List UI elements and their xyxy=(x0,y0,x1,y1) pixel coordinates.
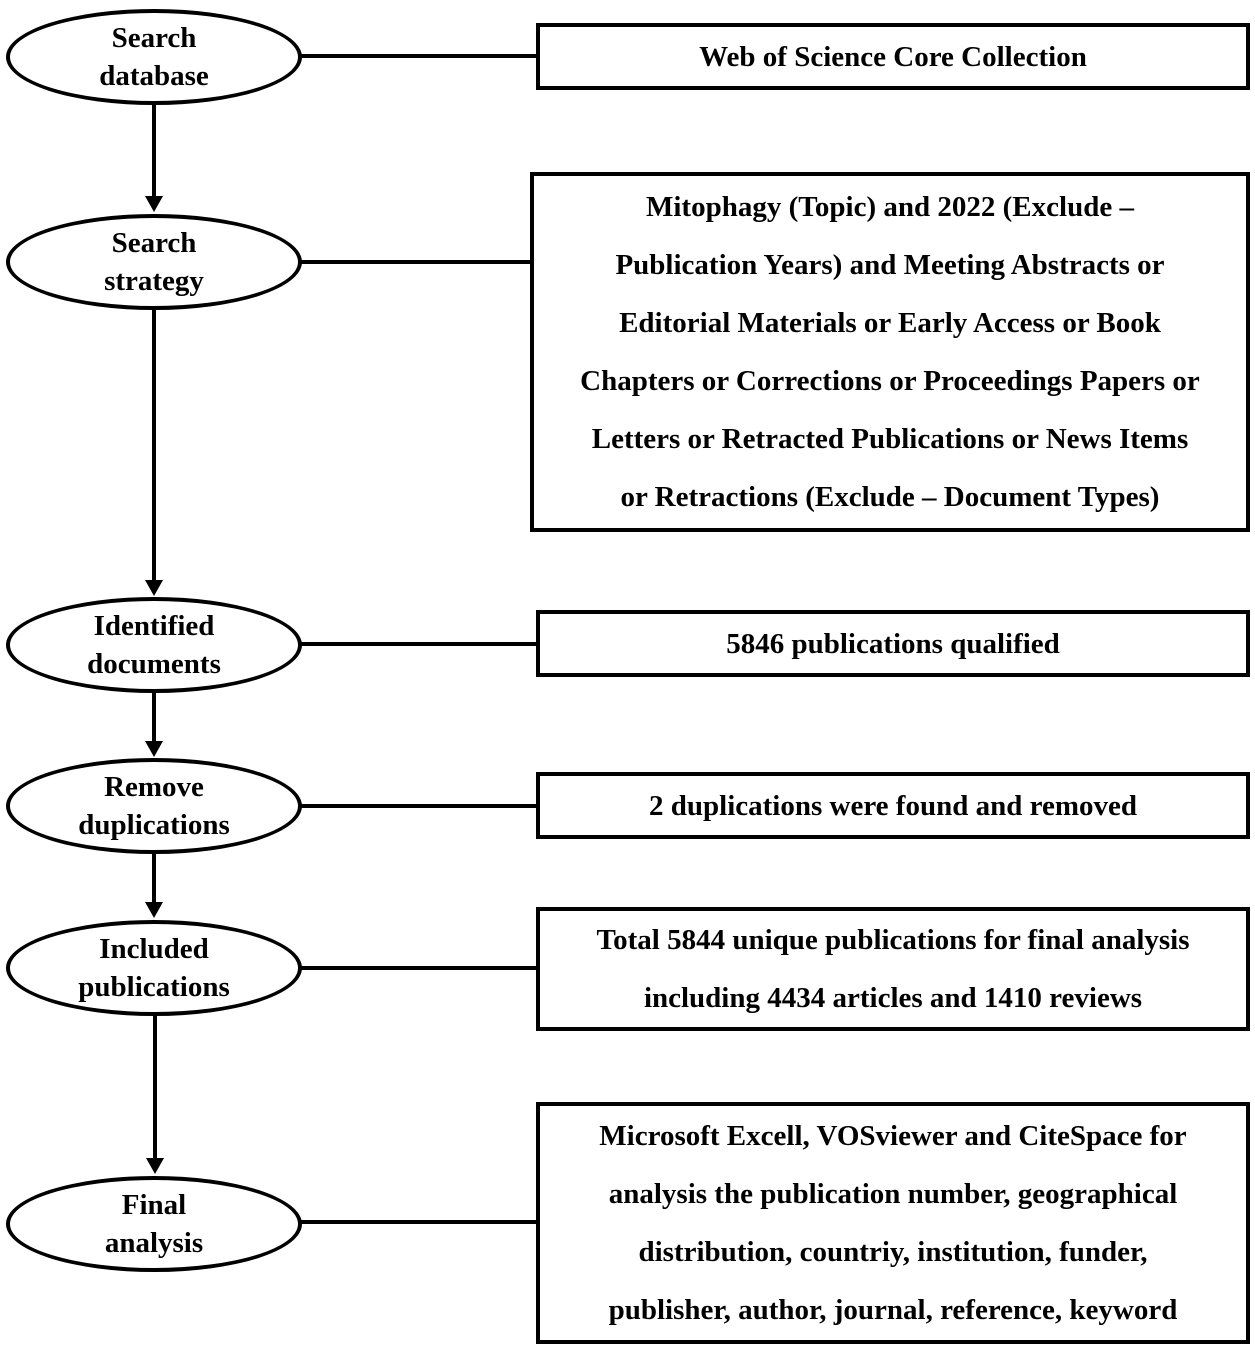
flow-arrow-head xyxy=(145,902,163,918)
box-text-line: Publication Years) and Meeting Abstracts… xyxy=(615,249,1165,281)
step-label-line: Final xyxy=(121,1189,187,1221)
step-label-line: Search xyxy=(111,227,197,259)
step-label-line: documents xyxy=(87,648,221,680)
step-box-publications-qualified: 5846 publications qualified xyxy=(536,610,1250,677)
step-box-included-publications: Total 5844 unique publications for final… xyxy=(536,907,1250,1031)
box-text-line: publisher, author, journal, reference, k… xyxy=(608,1294,1178,1326)
step-box-web-of-science: Web of Science Core Collection xyxy=(536,23,1250,90)
box-text-line: Letters or Retracted Publications or New… xyxy=(591,423,1189,455)
step-label-line: Included xyxy=(99,933,209,965)
box-text-line: 5846 publications qualified xyxy=(726,627,1060,660)
step-ellipse-search-database: Search database xyxy=(6,9,302,105)
step-label-line: Remove xyxy=(104,771,204,803)
flow-arrow-head xyxy=(145,580,163,596)
step-label-line: analysis xyxy=(104,1227,204,1259)
step-ellipse-final-analysis: Final analysis xyxy=(6,1176,302,1272)
box-text-line: Editorial Materials or Early Access or B… xyxy=(619,307,1161,339)
step-label-line: publications xyxy=(78,971,230,1003)
box-text-line: Mitophagy (Topic) and 2022 (Exclude – xyxy=(646,191,1134,223)
step-label-line: duplications xyxy=(78,809,230,841)
step-box-duplications-removed: 2 duplications were found and removed xyxy=(536,772,1250,839)
step-box-search-strategy: Mitophagy (Topic) and 2022 (Exclude – Pu… xyxy=(530,172,1250,532)
step-ellipse-remove-duplications: Remove duplications xyxy=(6,758,302,854)
box-text-line: distribution, countriy, institution, fun… xyxy=(638,1236,1148,1268)
step-box-final-analysis: Microsoft Excell, VOSviewer and CiteSpac… xyxy=(536,1102,1250,1344)
box-text-line: 2 duplications were found and removed xyxy=(649,789,1137,822)
flow-arrow-head xyxy=(145,196,163,212)
step-label-line: database xyxy=(99,60,209,92)
box-text-line: or Retractions (Exclude – Document Types… xyxy=(620,481,1160,513)
step-ellipse-search-strategy: Search strategy xyxy=(6,214,302,310)
box-text-line: Chapters or Corrections or Proceedings P… xyxy=(580,365,1200,397)
box-text-line: Total 5844 unique publications for final… xyxy=(596,924,1190,956)
flow-arrow-head xyxy=(145,741,163,757)
flow-arrow-head xyxy=(146,1158,164,1174)
step-label-line: Search xyxy=(111,22,197,54)
step-ellipse-identified-documents: Identified documents xyxy=(6,597,302,693)
box-text-line: analysis the publication number, geograp… xyxy=(608,1178,1178,1210)
step-ellipse-included-publications: Included publications xyxy=(6,920,302,1016)
step-label-line: Identified xyxy=(93,610,215,642)
step-label-line: strategy xyxy=(104,265,204,297)
box-text-line: including 4434 articles and 1410 reviews xyxy=(643,982,1143,1014)
box-text-line: Microsoft Excell, VOSviewer and CiteSpac… xyxy=(599,1120,1187,1152)
box-text-line: Web of Science Core Collection xyxy=(699,40,1087,73)
